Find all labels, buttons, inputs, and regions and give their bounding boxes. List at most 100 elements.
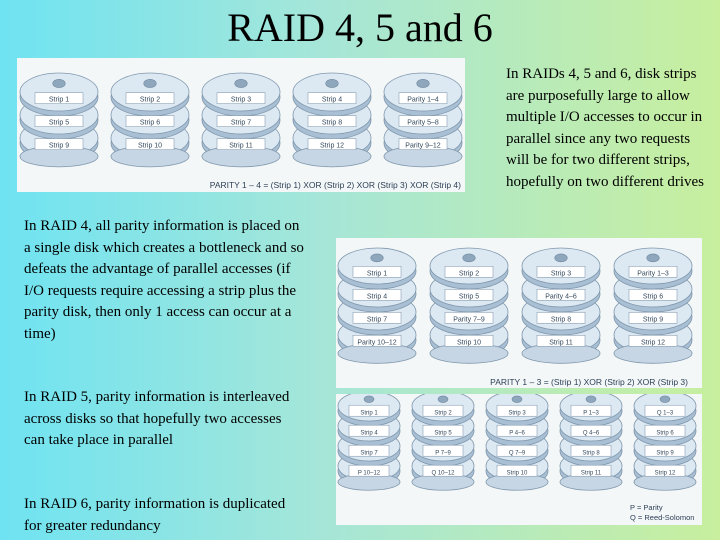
raid4-strip-label: Parity 5–8 — [407, 120, 439, 127]
raid6-strip-label: Strip 3 — [508, 410, 526, 416]
raid4-description: In RAID 4, all parity information is pla… — [24, 218, 304, 342]
raid5-strip-label-box — [536, 335, 586, 347]
raid4-strip-label-box — [307, 92, 357, 104]
raid4-strip-label: Strip 10 — [138, 143, 162, 150]
raid4-strip-label-box — [125, 138, 175, 150]
raid6-strip-label: Q 7–9 — [509, 450, 526, 456]
raid5-strip-label: Strip 12 — [641, 339, 665, 346]
raid5-strip-label: Strip 5 — [459, 293, 479, 300]
raid6-strip-label-box — [348, 404, 390, 417]
raid4-strip-label-box — [307, 115, 357, 127]
raid6-strip-label: P 4–6 — [509, 430, 525, 436]
raid6-strip-label-box — [644, 424, 686, 437]
raid5-strip-label: Parity 1–3 — [637, 270, 669, 277]
raid5-strip-label: Parity 10–12 — [357, 339, 396, 346]
raid6-strip-label-box — [644, 464, 686, 477]
raid4-strip-label-box — [216, 138, 266, 150]
raid6-strip-label-box — [496, 404, 538, 417]
raid4-strip-label-box — [34, 115, 84, 127]
raid4-strip-label: Strip 5 — [49, 120, 69, 127]
raid6-strip-label: Strip 4 — [360, 430, 378, 436]
raid4-strip-label-box — [125, 115, 175, 127]
raid6-disk-array: Strip 1 Strip 4 Strip 7 P 10–12 Strip 2 Strip… — [337, 390, 697, 522]
raid4-strip-label-box — [398, 138, 448, 150]
raid6-strip-label: Q 1–3 — [657, 410, 674, 416]
raid4-strip-label-box — [307, 138, 357, 150]
raid6-strip-label-box — [348, 464, 390, 477]
raid5-strip-label: Strip 4 — [367, 293, 387, 300]
raid5-strip-label: Strip 6 — [643, 293, 663, 300]
raid4-strip-label-box — [216, 92, 266, 104]
raid6-disk-1: Strip 1 Strip 4 Strip 7 P 10–12 — [337, 390, 401, 491]
raid6-strip-label: P 7–9 — [435, 450, 451, 456]
raid5-strip-label: Strip 9 — [643, 316, 663, 323]
raid6-strip-label-box — [496, 464, 538, 477]
raid5-strip-label-box — [444, 265, 494, 278]
raid5-strip-label-box — [352, 335, 402, 347]
raid5-strip-label: Strip 1 — [367, 270, 387, 277]
raid4-strip-label: Strip 1 — [49, 97, 69, 104]
raid5-description: In RAID 5, parity information is interle… — [24, 389, 290, 448]
raid6-strip-label-box — [422, 464, 464, 477]
slide-title: RAID 4, 5 and 6 — [227, 5, 493, 50]
raid4-parity-caption: PARITY 1 – 4 = (Strip 1) XOR (Strip 2) X… — [210, 180, 461, 190]
raid4-strip-label: Strip 9 — [49, 143, 69, 150]
raid4-strip-label: Strip 8 — [322, 120, 342, 127]
raid6-strip-label: Strip 12 — [655, 470, 676, 476]
raid4-strip-label: Strip 12 — [320, 143, 344, 150]
raid6-strip-label-box — [570, 464, 612, 477]
raid4-strip-label: Strip 7 — [231, 120, 251, 127]
raid5-strip-label-box — [444, 288, 494, 301]
raid4-strip-label-box — [398, 92, 448, 104]
raid6-strip-label-box — [644, 404, 686, 417]
raid6-strip-label: Strip 6 — [656, 430, 674, 436]
raid5-strip-label-box — [444, 335, 494, 347]
raid4-strip-label: Strip 3 — [231, 97, 251, 104]
raid6-strip-label: Strip 9 — [656, 450, 674, 456]
raid5-strip-label: Strip 3 — [551, 270, 571, 277]
raid6-strip-label: P 1–3 — [583, 410, 599, 416]
raid5-strip-label-box — [536, 288, 586, 301]
raid5-strip-label: Parity 4–6 — [545, 293, 577, 300]
raid6-strip-label: Strip 7 — [360, 450, 378, 456]
raid6-strip-label: P 10–12 — [358, 470, 381, 476]
raid6-strip-label-box — [348, 424, 390, 437]
raid4-strip-label: Parity 1–4 — [407, 97, 439, 104]
raid5-parity-caption: PARITY 1 – 3 = (Strip 1) XOR (Strip 2) X… — [490, 377, 688, 387]
raid6-strip-label: Strip 5 — [434, 430, 452, 436]
raid4-strip-label-box — [125, 92, 175, 104]
raid6-strip-label: Strip 1 — [360, 410, 378, 416]
raid5-strip-label-box — [628, 335, 678, 347]
raid4-strip-label-box — [216, 115, 266, 127]
raid6-strip-label: Strip 2 — [434, 410, 452, 416]
raid6-strip-label-box — [422, 404, 464, 417]
raid4-strip-label-box — [34, 138, 84, 150]
raid6-strip-label-box — [496, 424, 538, 437]
raid6-description: In RAID 6, parity information is duplica… — [24, 496, 286, 534]
raid5-strip-label-box — [444, 312, 494, 324]
raid6-strip-label: Strip 10 — [507, 470, 528, 476]
raid6-strip-label-box — [644, 444, 686, 457]
raid6-strip-label-box — [570, 424, 612, 437]
raid6-strip-label-box — [422, 424, 464, 437]
raid5-strip-label-box — [536, 312, 586, 324]
raid5-strip-label-box — [628, 265, 678, 278]
raid4-strip-label: Strip 6 — [140, 120, 160, 127]
raid6-strip-label-box — [570, 444, 612, 457]
raid6-strip-label-box — [570, 404, 612, 417]
